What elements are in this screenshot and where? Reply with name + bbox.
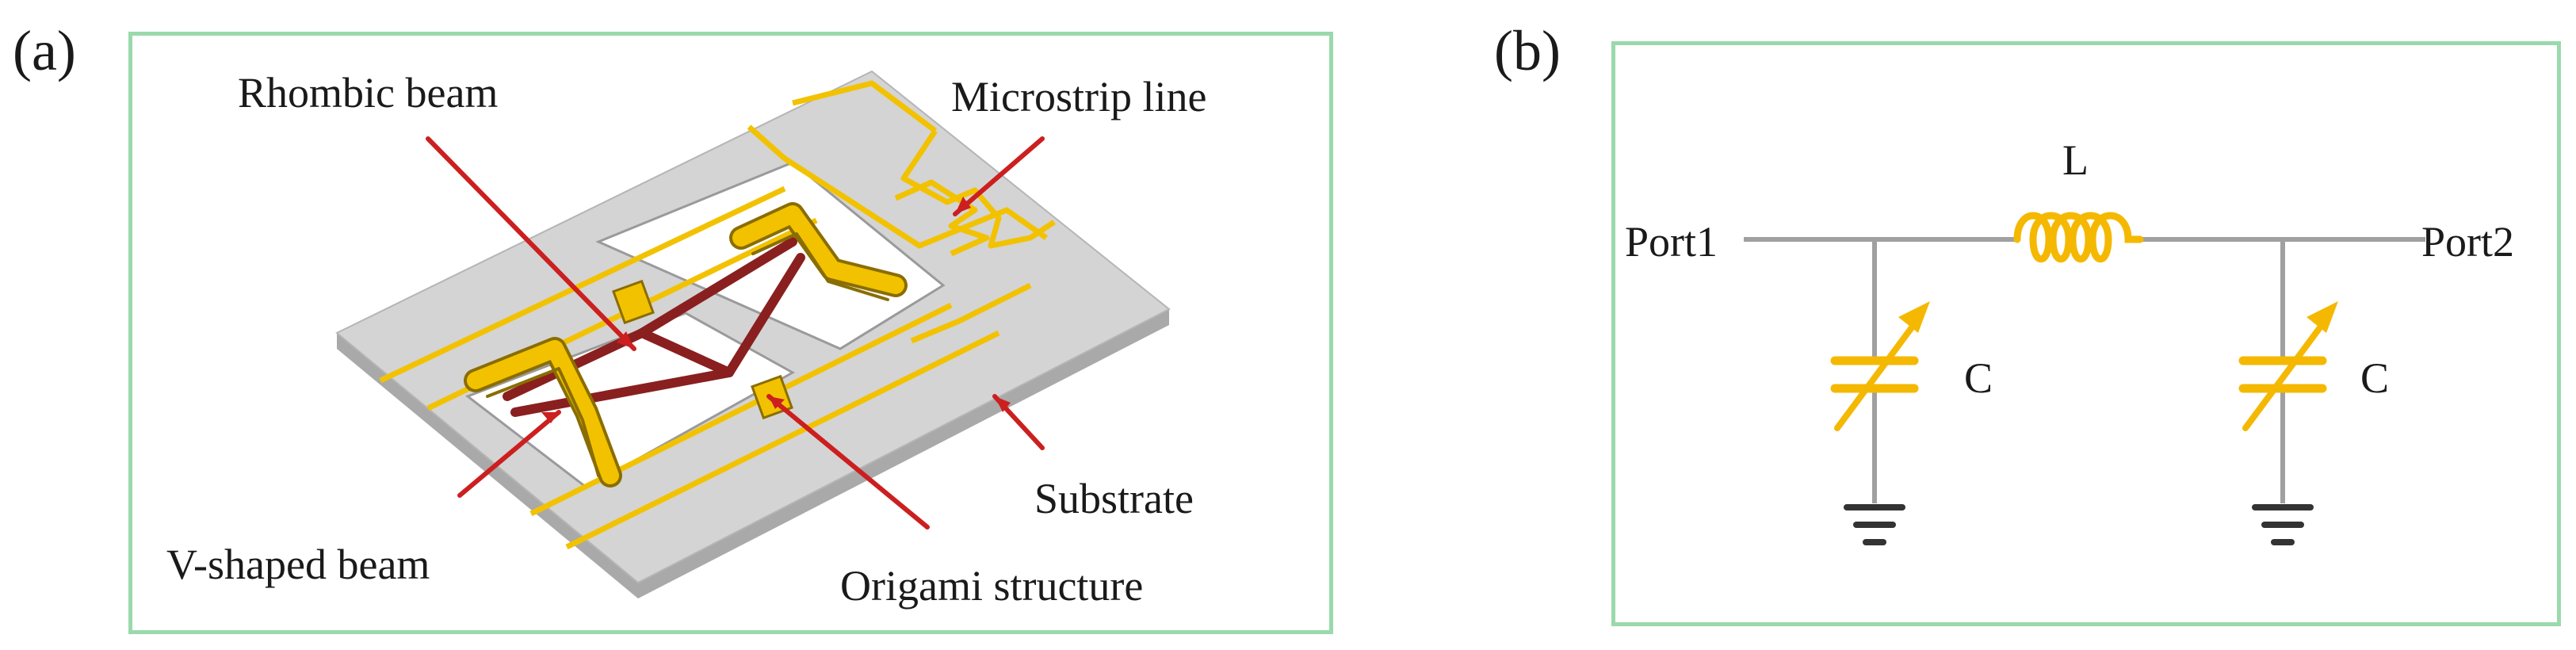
pointer-lines <box>426 136 1045 530</box>
microstrip-line-label: Microstrip line <box>951 73 1207 120</box>
pointer-microstrip-line <box>953 136 1045 216</box>
capacitor-right-label: C <box>2360 354 2390 402</box>
pointer-v-shaped-beam <box>457 410 561 498</box>
rhombic-beam-label: Rhombic beam <box>238 69 499 117</box>
microstrip-loop <box>894 179 990 257</box>
port2-label: Port2 <box>2421 218 2515 266</box>
v-shaped-beam-label: V-shaped beam <box>166 541 430 588</box>
inductor-label: L <box>2062 136 2089 184</box>
cavity-lower <box>464 312 796 489</box>
variable-capacitor-left-arrow <box>1898 301 1930 333</box>
origami-pad-top <box>612 279 655 325</box>
origami-structure-label: Origami structure <box>840 562 1144 610</box>
panel-a-letter: (a) <box>13 19 76 82</box>
port1-label: Port1 <box>1625 218 1718 266</box>
left-branch <box>1830 239 1930 545</box>
v-shaped-beam-left <box>464 337 622 488</box>
panel-b-letter: (b) <box>1494 19 1561 82</box>
pointer-heads <box>541 197 1011 423</box>
right-branch <box>2238 239 2338 545</box>
inductor-coil <box>2013 212 2144 263</box>
ground-left <box>1844 504 1905 545</box>
ground-right <box>2252 504 2314 545</box>
pointer-origami-structure <box>766 394 930 530</box>
substrate-label: Substrate <box>1034 475 1194 522</box>
variable-capacitor-left <box>1830 318 1920 431</box>
capacitor-left-label: C <box>1964 354 1993 402</box>
panel-b-frame <box>1611 41 2561 626</box>
variable-capacitor-right <box>2238 318 2328 431</box>
variable-capacitor-right-arrow <box>2307 301 2338 333</box>
v-shaped-beam-right <box>729 202 908 301</box>
pointer-rhombic-beam <box>426 136 636 351</box>
